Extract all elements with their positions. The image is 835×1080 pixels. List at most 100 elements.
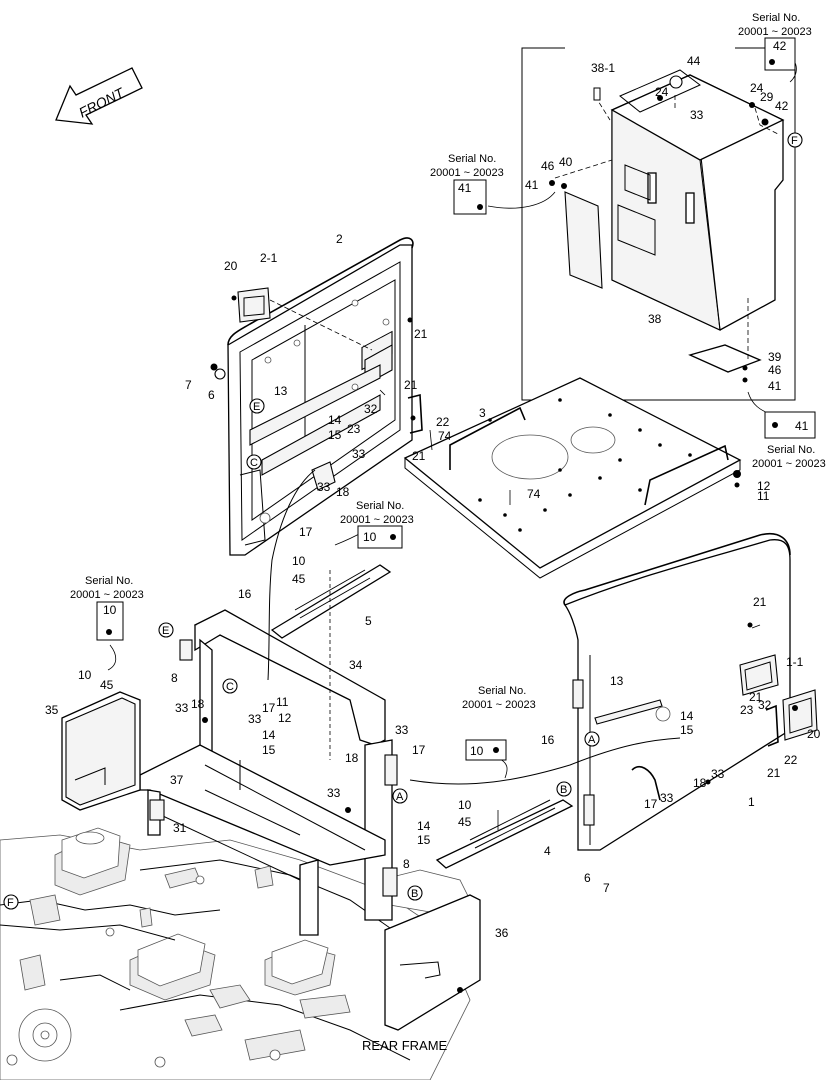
part-label: 3 (479, 406, 486, 420)
part-label: 21 (414, 327, 428, 341)
serial-part: 41 (458, 181, 472, 195)
panel-35 (61, 691, 141, 811)
serial-part: 10 (470, 744, 484, 758)
panel-2-door (210, 237, 423, 556)
part-label: 15 (328, 428, 342, 442)
svg-text:E: E (162, 625, 169, 637)
part-label: 33 (248, 712, 262, 726)
part-label: 11 (757, 489, 770, 503)
part-label: 14 (328, 413, 342, 427)
part-label: 21 (412, 449, 426, 463)
part-label: 33 (327, 786, 341, 800)
serial-range: 20001 ~ 20023 (430, 167, 504, 179)
part-label: 21 (767, 766, 781, 780)
part-label: 22 (436, 415, 450, 429)
serial-range: 20001 ~ 20023 (752, 458, 826, 470)
serial-part: 10 (103, 603, 117, 617)
part-label: 5 (365, 614, 372, 628)
part-label: 33 (660, 791, 674, 805)
svg-text:B: B (560, 784, 567, 796)
part-label: 31 (173, 821, 187, 835)
part-label: 74 (438, 429, 452, 443)
rear-frame (0, 827, 471, 1080)
part-label: 35 (45, 703, 59, 717)
callout-E-frame: E (158, 622, 174, 638)
serial-note-42: Serial No. 20001 ~ 20023 42 (738, 12, 812, 71)
svg-text:F: F (7, 897, 14, 909)
part-label: 42 (775, 99, 789, 113)
part-label: 33 (175, 701, 189, 715)
part-label: 37 (170, 773, 184, 787)
part-label: 38 (648, 312, 662, 326)
part-label: 21 (404, 378, 418, 392)
callout-B-right: B (556, 781, 572, 797)
part-label: 2-1 (260, 251, 278, 265)
part-label: 18 (345, 751, 359, 765)
part-label: 8 (403, 857, 410, 871)
part-label: 15 (680, 723, 694, 737)
serial-title: Serial No. (85, 575, 133, 587)
part-label: 39 (768, 350, 782, 364)
serial-note-10-left: Serial No. 20001 ~ 20023 10 (70, 575, 144, 641)
part-label: 34 (349, 658, 363, 672)
part-label: 40 (559, 155, 573, 169)
callout-F-top: F (787, 132, 803, 148)
part-label: 16 (541, 733, 555, 747)
part-label: 32 (758, 698, 772, 712)
panel-1-side-door (563, 533, 791, 851)
part-label: 1-1 (786, 655, 804, 669)
part-label: 14 (680, 709, 694, 723)
part-label: 38-1 (591, 61, 615, 75)
part-label: 36 (495, 926, 509, 940)
part-label: 33 (352, 447, 366, 461)
front-direction-arrow: FRONT (55, 67, 143, 125)
panel-3-top-plate (403, 377, 742, 579)
part-label: 22 (784, 753, 798, 767)
part-label: 24 (750, 81, 764, 95)
part-label: 2 (336, 232, 343, 246)
part-label: 18 (336, 485, 350, 499)
serial-note-41-left: Serial No. 20001 ~ 20023 41 (430, 153, 504, 215)
svg-text:C: C (250, 457, 258, 469)
part-labels: 44 38-1 24 24 29 42 33 46 40 41 38 39 46… (45, 54, 821, 940)
part-label: 23 (740, 703, 754, 717)
serial-note-41-right: 41 Serial No. 20001 ~ 20023 (752, 411, 826, 470)
leader-lines (107, 54, 797, 830)
part-label: 13 (610, 674, 624, 688)
part-label: 17 (262, 701, 276, 715)
serial-part: 41 (795, 419, 809, 433)
serial-part: 42 (773, 39, 787, 53)
svg-text:A: A (396, 791, 404, 803)
part-label: 14 (417, 819, 431, 833)
part-label: 11 (276, 695, 289, 709)
callout-C-panel: C (246, 454, 262, 470)
serial-range: 20001 ~ 20023 (462, 699, 536, 711)
bracket-5 (270, 564, 392, 639)
part-label: 32 (364, 402, 378, 416)
part-label: 33 (690, 108, 704, 122)
callout-A-left: A (392, 788, 408, 804)
part-label: 17 (412, 743, 426, 757)
serial-note-10-right: Serial No. 20001 ~ 20023 10 (462, 685, 536, 761)
callout-A-right: A (584, 731, 600, 747)
part-label: 12 (757, 479, 771, 493)
part-label: 20 (224, 259, 238, 273)
part-label: 46 (541, 159, 555, 173)
part-label: 13 (274, 384, 288, 398)
serial-title: Serial No. (478, 685, 526, 697)
part-label: 29 (760, 90, 774, 104)
part-label: 6 (584, 871, 591, 885)
serial-part: 10 (363, 530, 377, 544)
part-label: 20 (807, 727, 821, 741)
svg-text:E: E (253, 401, 260, 413)
part-label: 21 (753, 595, 767, 609)
callout-F-bottom: F (3, 894, 19, 910)
part-label: 46 (768, 363, 782, 377)
part-label: 45 (100, 678, 114, 692)
part-label: 41 (768, 379, 782, 393)
part-label: 33 (317, 480, 331, 494)
callout-E-panel: E (249, 398, 265, 414)
part-label: 18 (191, 697, 205, 711)
rear-frame-label: REAR FRAME (362, 1038, 448, 1053)
